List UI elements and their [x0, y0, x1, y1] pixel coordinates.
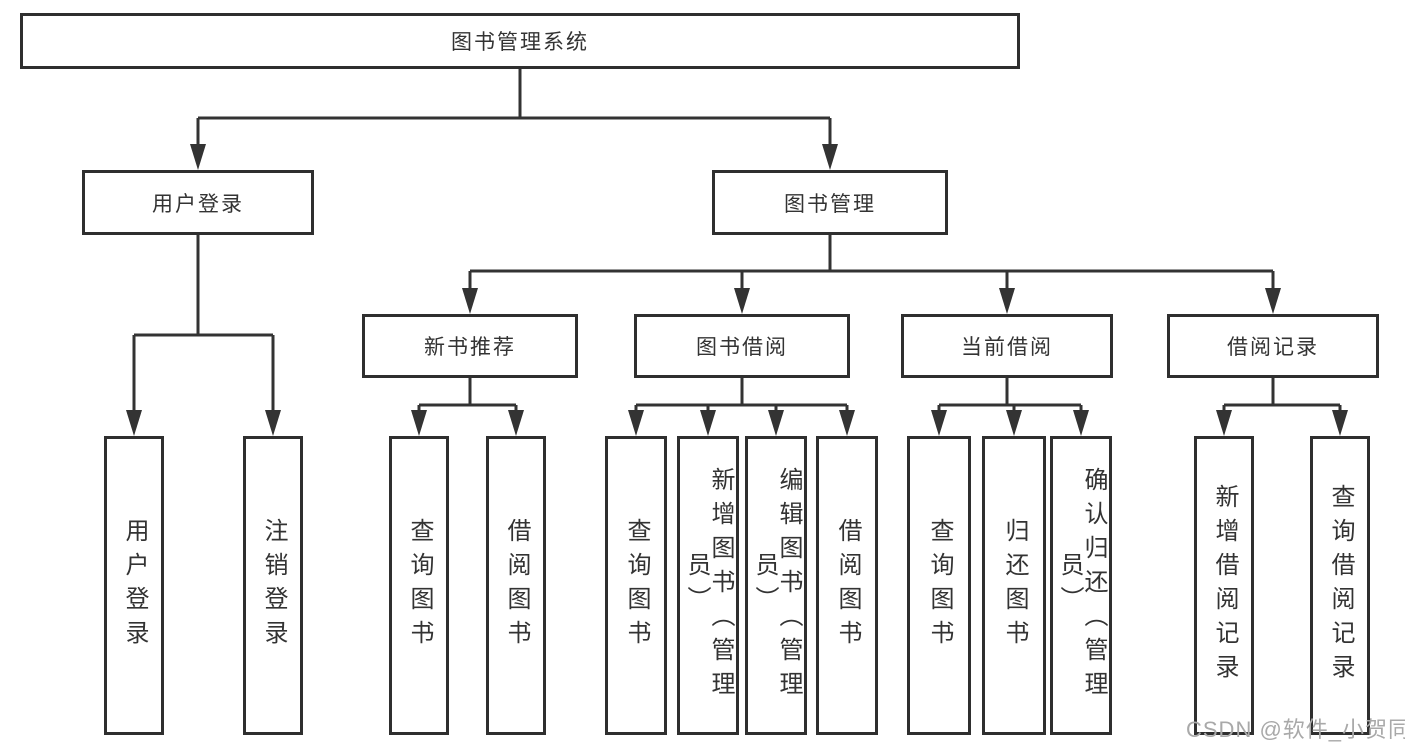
leaf-query-books-current: 查询图书 [907, 436, 971, 735]
leaf-add-books-admin-label: 新增图书（管理员） [683, 466, 734, 705]
leaf-add-books-admin: 新增图书（管理员） [677, 436, 739, 735]
node-borrowing-records: 借阅记录 [1167, 314, 1379, 378]
leaf-add-borrow-record: 新增借阅记录 [1194, 436, 1254, 735]
leaf-logout-label: 注销登录 [260, 517, 287, 654]
leaf-query-borrow-record: 查询借阅记录 [1310, 436, 1370, 735]
leaf-edit-books-admin-label: 编辑图书（管理员） [751, 466, 802, 705]
leaf-query-books-recommend-label: 查询图书 [406, 517, 433, 654]
leaf-user-login: 用户登录 [104, 436, 164, 735]
connector-recommend-to-leaves [417, 378, 518, 414]
connector-userlogin-to-leaves [132, 235, 275, 414]
leaf-add-borrow-record-label: 新增借阅记录 [1211, 483, 1238, 688]
leaf-borrow-books-recommend: 借阅图书 [486, 436, 546, 735]
leaf-borrow-books-recommend-label: 借阅图书 [503, 517, 530, 654]
leaf-return-books: 归还图书 [982, 436, 1046, 735]
connector-records-to-leaves [1222, 378, 1342, 414]
node-current-borrowing: 当前借阅 [901, 314, 1113, 378]
connector-current-to-leaves [937, 378, 1083, 414]
node-book-management: 图书管理 [712, 170, 948, 235]
leaf-borrow-books-borrowing: 借阅图书 [816, 436, 878, 735]
node-root-system: 图书管理系统 [20, 13, 1020, 69]
leaf-return-books-label: 归还图书 [1001, 517, 1028, 654]
leaf-query-books-recommend: 查询图书 [389, 436, 449, 735]
node-new-book-recommend: 新书推荐 [362, 314, 578, 378]
leaf-borrow-books-borrowing-label: 借阅图书 [834, 517, 861, 654]
leaf-edit-books-admin: 编辑图书（管理员） [745, 436, 807, 735]
node-user-login: 用户登录 [82, 170, 314, 235]
connector-root-to-level2 [196, 68, 832, 148]
leaf-query-books-borrowing: 查询图书 [605, 436, 667, 735]
leaf-confirm-return-admin: 确认归还（管理员） [1050, 436, 1112, 735]
leaf-query-books-current-label: 查询图书 [926, 517, 953, 654]
connector-bookmgmt-to-level3 [468, 235, 1275, 292]
leaf-user-login-label: 用户登录 [121, 517, 148, 654]
csdn-watermark: CSDN @软件_小贺同学 [1186, 717, 1405, 742]
leaf-confirm-return-admin-label: 确认归还（管理员） [1056, 466, 1107, 705]
connector-borrowing-to-leaves [634, 378, 849, 414]
node-book-borrowing: 图书借阅 [634, 314, 850, 378]
leaf-query-borrow-record-label: 查询借阅记录 [1327, 483, 1354, 688]
leaf-query-books-borrowing-label: 查询图书 [623, 517, 650, 654]
leaf-logout: 注销登录 [243, 436, 303, 735]
